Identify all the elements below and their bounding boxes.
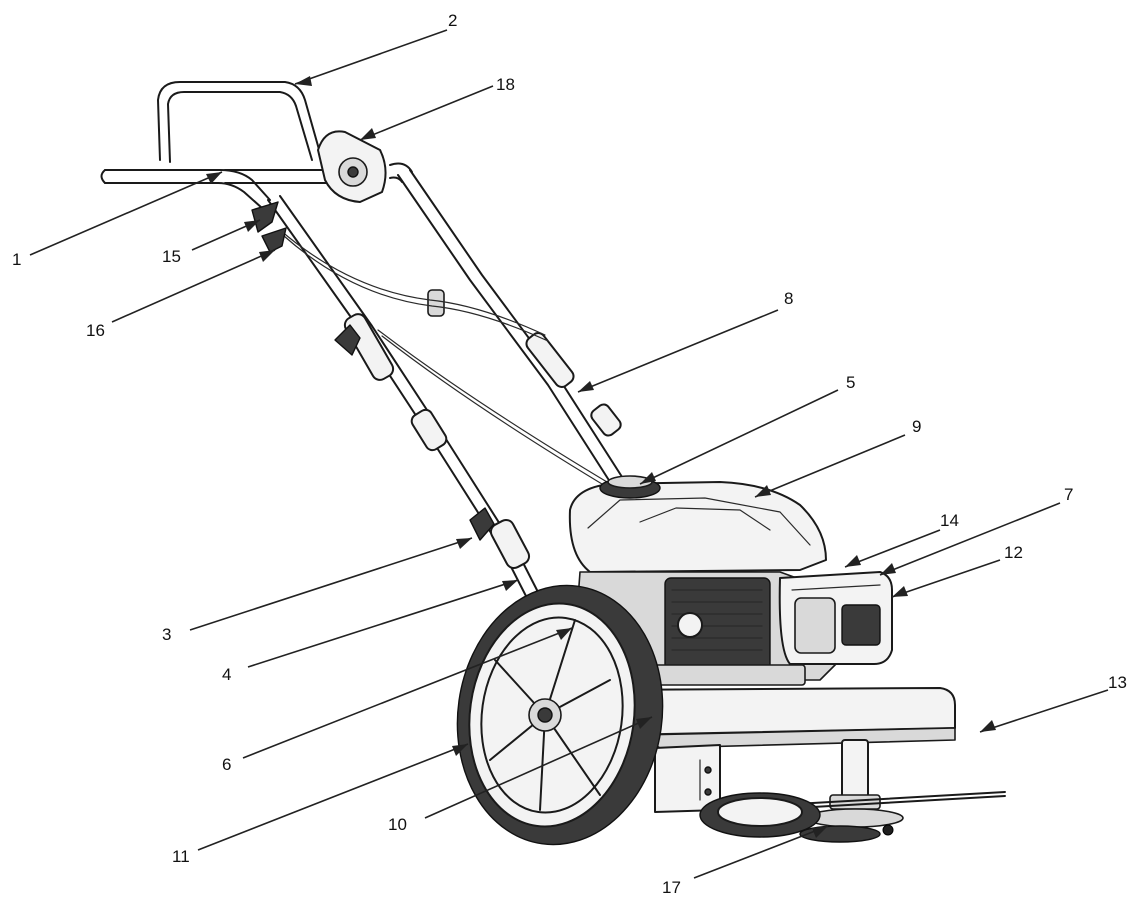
leader-18 (359, 85, 494, 141)
arrowhead-1 (206, 172, 222, 184)
callout-10: 10 (388, 815, 407, 834)
callout-6: 6 (222, 755, 231, 774)
callout-4: 4 (222, 665, 231, 684)
arrowhead-13 (980, 720, 996, 732)
arrowhead-14 (845, 555, 861, 567)
arrowhead-9 (755, 485, 771, 497)
callout-labels: 1 2 3 4 5 6 7 8 9 10 11 12 13 14 15 16 1… (12, 11, 1127, 897)
callout-11: 11 (172, 847, 190, 866)
callout-13: 13 (1108, 673, 1127, 692)
machine-illustration (100, 81, 1006, 846)
arrowhead-10 (636, 717, 652, 729)
arrowhead-8 (578, 381, 594, 392)
leader-4 (247, 579, 519, 668)
leader-8 (577, 309, 779, 393)
arrowhead-18 (360, 128, 376, 140)
arrowhead-17 (812, 826, 828, 838)
arrowhead-5 (640, 472, 656, 484)
leader-3 (189, 537, 473, 631)
callout-leaders (29, 29, 1109, 879)
front-wheel (456, 584, 664, 846)
handle-knobs (251, 201, 495, 541)
control-cables (279, 229, 613, 491)
leader-17 (693, 825, 829, 879)
leader-1 (29, 171, 223, 256)
arrowhead-4 (502, 580, 518, 591)
rear-wheel (699, 792, 821, 838)
arrowhead-2 (295, 76, 312, 86)
callout-7: 7 (1064, 485, 1073, 504)
callout-17: 17 (662, 878, 681, 897)
leader-14 (844, 529, 941, 568)
leader-10 (424, 716, 653, 819)
callout-2: 2 (448, 11, 457, 30)
callout-5: 5 (846, 373, 855, 392)
callout-1: 1 (12, 250, 21, 269)
callout-arrowheads (206, 76, 996, 838)
arrowhead-16 (259, 250, 275, 262)
callout-14: 14 (940, 511, 959, 530)
callout-15: 15 (162, 247, 181, 266)
arrowhead-12 (892, 586, 908, 597)
leader-16 (111, 249, 276, 323)
callout-16: 16 (86, 321, 105, 340)
arrowhead-7 (880, 563, 896, 575)
leader-6 (242, 627, 573, 759)
callout-12: 12 (1004, 543, 1023, 562)
lower-handle-tubes (267, 169, 625, 601)
leader-5 (639, 389, 839, 485)
upper-handle (100, 81, 445, 317)
arrowhead-6 (556, 628, 572, 640)
leader-13 (979, 689, 1109, 733)
arrowhead-3 (456, 538, 472, 549)
arrowhead-15 (244, 220, 260, 232)
arrowhead-11 (452, 744, 468, 756)
leader-11 (197, 743, 469, 851)
leader-7 (879, 502, 1061, 576)
callout-3: 3 (162, 625, 171, 644)
leader-12 (891, 559, 1001, 598)
callout-9: 9 (912, 417, 921, 436)
callout-18: 18 (496, 75, 515, 94)
callout-8: 8 (784, 289, 793, 308)
leader-9 (754, 434, 906, 498)
leader-2 (294, 29, 448, 85)
